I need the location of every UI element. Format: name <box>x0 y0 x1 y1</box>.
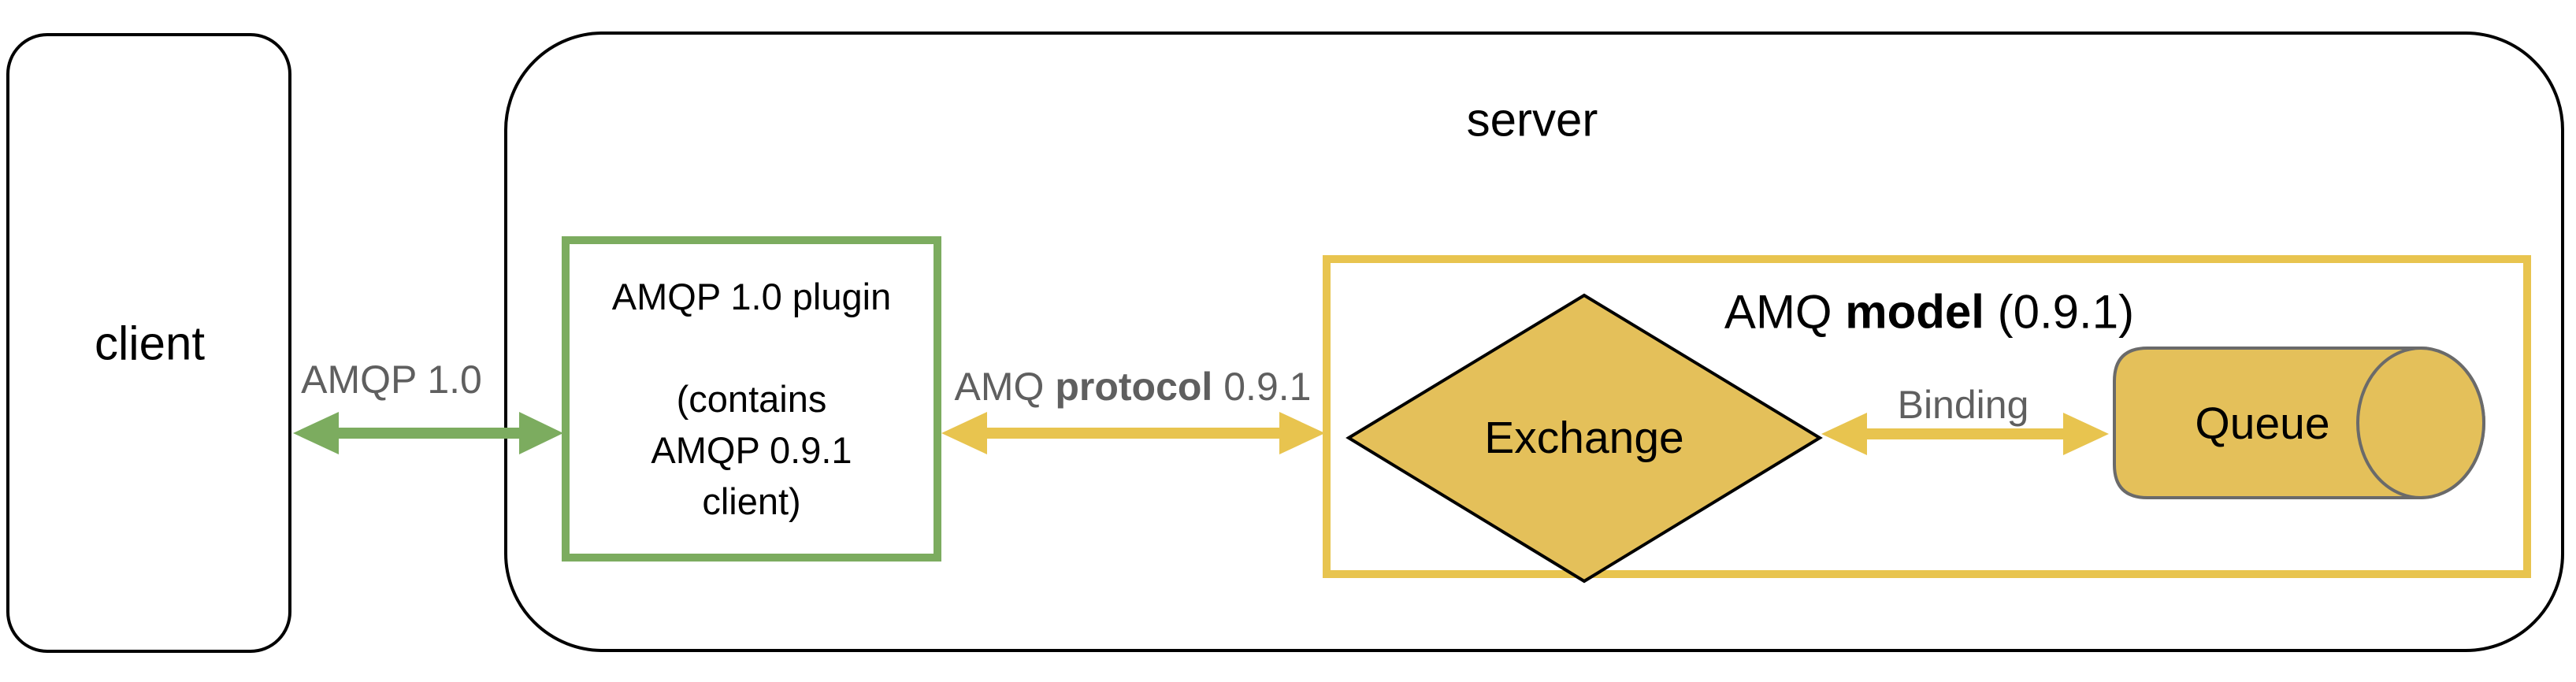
protocol-label-pre: AMQ <box>954 365 1045 409</box>
protocol-label-bold: protocol <box>1055 365 1213 409</box>
amqp10-double-arrow <box>293 412 563 454</box>
queue-cylinder <box>2113 347 2485 499</box>
binding-double-arrow <box>1821 413 2109 455</box>
binding-link-label: Binding <box>1897 383 2029 427</box>
plugin-line-spacer <box>748 322 755 373</box>
amq-model-label-post: (0.9.1) <box>1997 285 2135 339</box>
server-label: server <box>1466 93 1598 146</box>
exchange-label: Exchange <box>1484 413 1684 463</box>
amq-model-label: AMQ model (0.9.1) <box>1724 285 2134 339</box>
amq-model-label-bold: model <box>1845 285 1984 339</box>
plugin-title: AMQP 1.0 plugin <box>611 276 892 317</box>
amq-protocol-link-label: AMQ protocol 0.9.1 <box>955 364 1312 410</box>
protocol-label-post: 0.9.1 <box>1223 365 1312 409</box>
plugin-subtitle-2: AMQP 0.9.1 <box>651 429 852 471</box>
amqp10-link-label: AMQP 1.0 <box>301 358 482 402</box>
amq-model-label-pre: AMQ <box>1724 285 1832 339</box>
plugin-subtitle-3: client) <box>702 480 801 522</box>
amq-protocol-double-arrow <box>941 412 1325 454</box>
exchange-diamond <box>1346 293 1823 584</box>
client-node <box>6 33 291 653</box>
queue-label: Queue <box>2195 398 2330 449</box>
amqp-plugin-node: AMQP 1.0 plugin (contains AMQP 0.9.1 cli… <box>562 236 941 562</box>
client-label: client <box>94 317 206 370</box>
plugin-subtitle-1: (contains <box>676 378 827 420</box>
